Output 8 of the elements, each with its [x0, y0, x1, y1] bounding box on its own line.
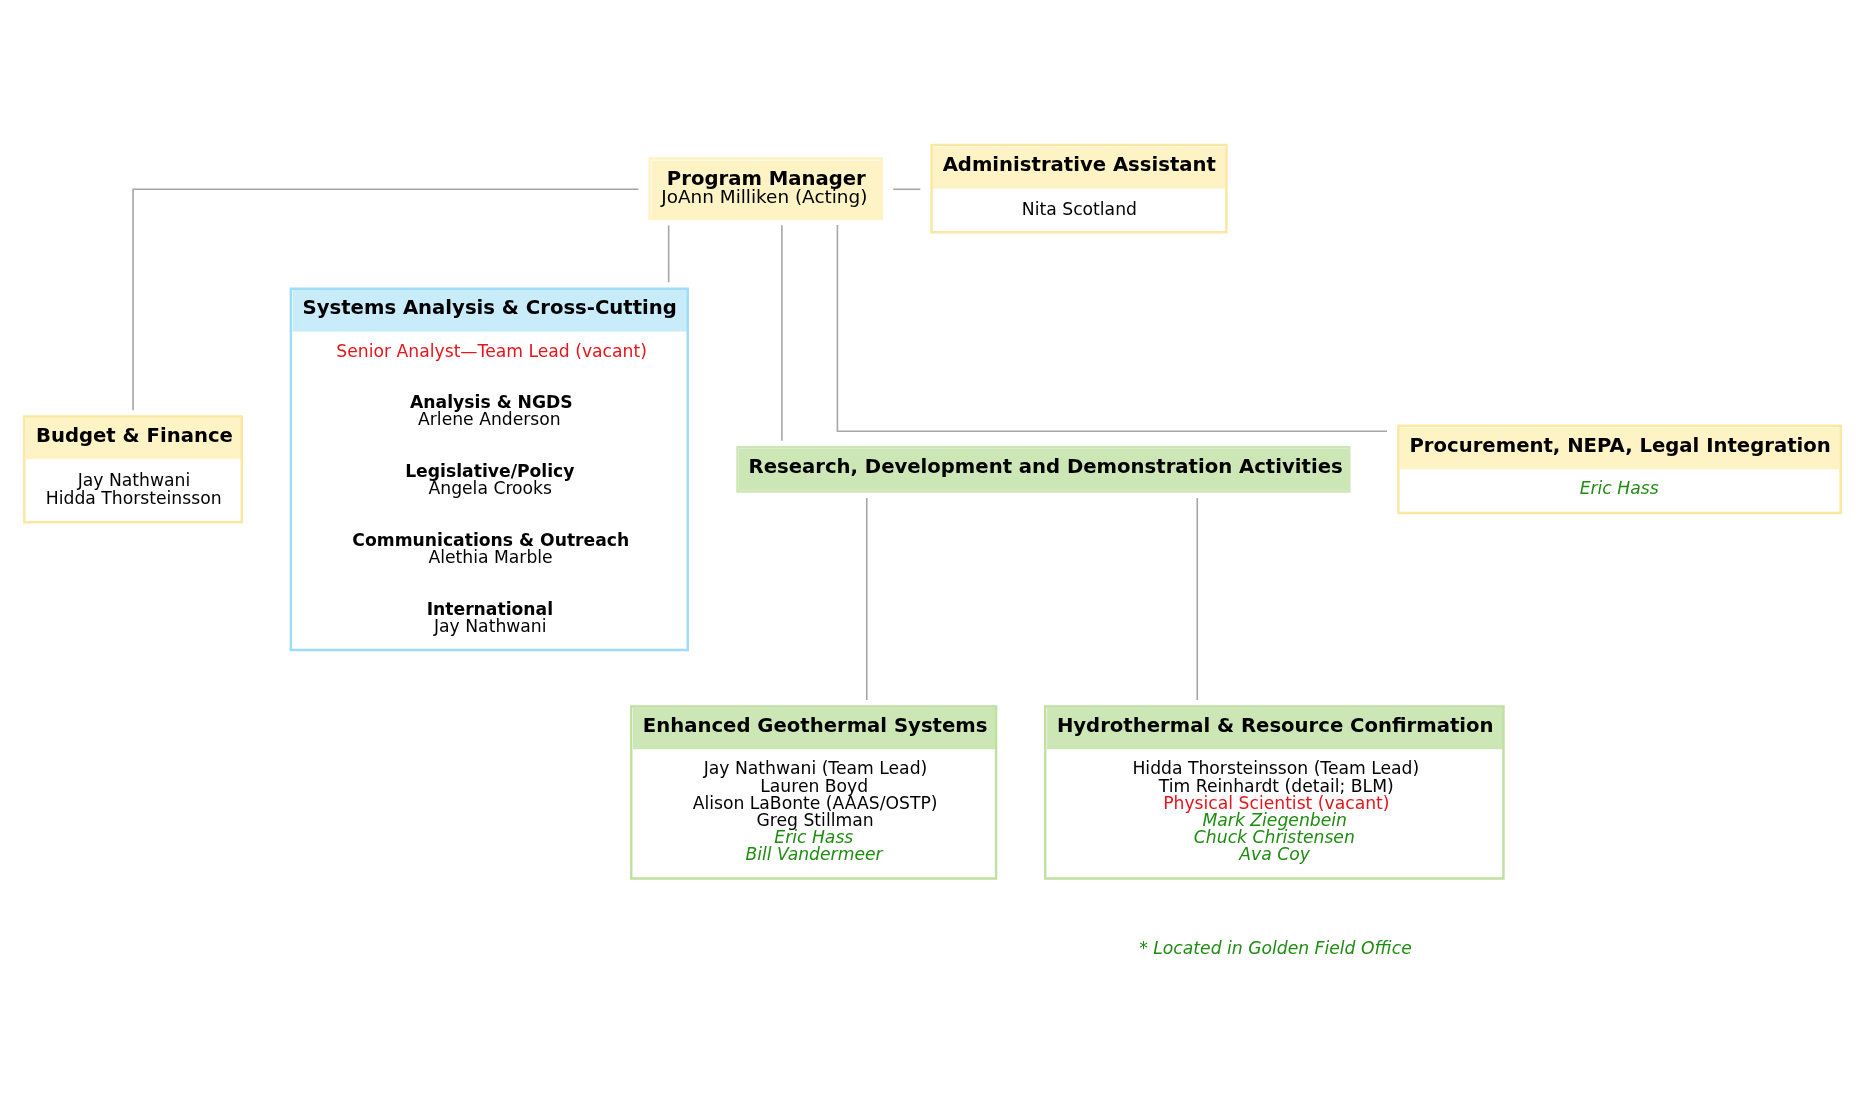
- label: * Located in Golden Field Office: [1139, 937, 1412, 958]
- connector: [667, 224, 670, 283]
- connector: [836, 223, 1388, 432]
- connector: [132, 188, 640, 411]
- connector: [1196, 496, 1199, 701]
- connector: [892, 188, 922, 190]
- connector: [865, 496, 868, 701]
- connector: [781, 224, 783, 442]
